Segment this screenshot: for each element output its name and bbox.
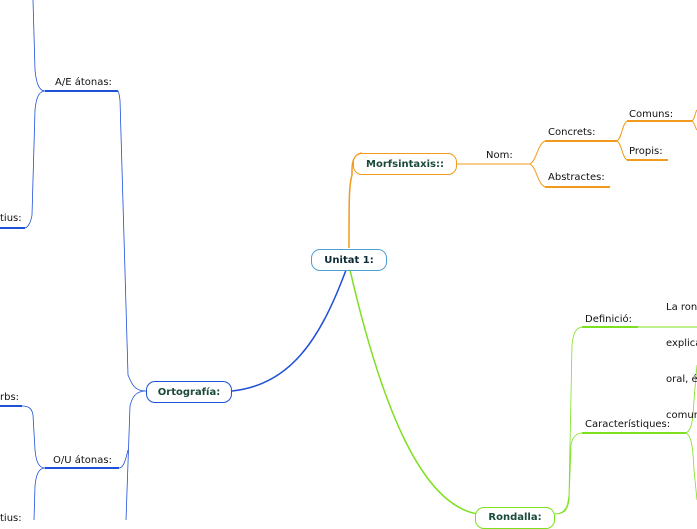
branch-rondalla[interactable]: Rondalla: — [475, 507, 555, 529]
connector-ortografia-trunk — [117, 90, 147, 520]
connector-nom-concrets — [529, 140, 546, 165]
definicio-text-line: oral, é — [666, 374, 697, 385]
definicio-text: La ron explica oral, é comun — [666, 278, 697, 446]
central-topic[interactable]: Unitat 1: — [311, 249, 387, 271]
connector-concrets-propis — [616, 140, 628, 161]
connector-rondalla-trunk — [554, 326, 583, 515]
connector-caracteristiques-offscreen — [685, 364, 697, 501]
connector-ou-children — [21, 405, 46, 520]
topic-ou-atonas[interactable]: O/U átonas: — [53, 455, 112, 466]
branch-morfsintaxis[interactable]: Morfsintaxis:: — [353, 153, 457, 175]
connector-central-rondalla — [349, 269, 479, 515]
topic-concrets[interactable]: Concrets: — [548, 127, 596, 138]
connector-central-ortografia — [231, 269, 347, 392]
connector-nom-abstractes — [529, 163, 546, 188]
topic-comuns[interactable]: Comuns: — [629, 109, 674, 120]
definicio-text-line: explica — [666, 338, 697, 349]
topic-nom[interactable]: Nom: — [486, 150, 513, 161]
connector-concrets-comuns — [616, 120, 628, 142]
topic-rbs[interactable]: rbs: — [0, 392, 20, 403]
topic-tius-top[interactable]: tius: — [0, 213, 22, 224]
connector-ou-atonas-trunk — [118, 449, 129, 469]
topic-propis[interactable]: Propis: — [629, 146, 663, 157]
connector-ae-children — [23, 0, 46, 229]
definicio-text-line: comun — [666, 410, 697, 421]
topic-abstractes[interactable]: Abstractes: — [548, 172, 605, 183]
connector-comuns-offscreen — [691, 109, 697, 131]
topic-definicio[interactable]: Definició: — [585, 314, 633, 325]
branch-ortografia[interactable]: Ortografía: — [146, 381, 232, 403]
definicio-text-line: La ron — [666, 302, 697, 313]
topic-ae-atonas[interactable]: A/E átonas: — [55, 77, 112, 88]
topic-caracteristiques[interactable]: Característiques: — [585, 419, 671, 430]
topic-tius-bottom[interactable]: tius: — [0, 513, 22, 524]
